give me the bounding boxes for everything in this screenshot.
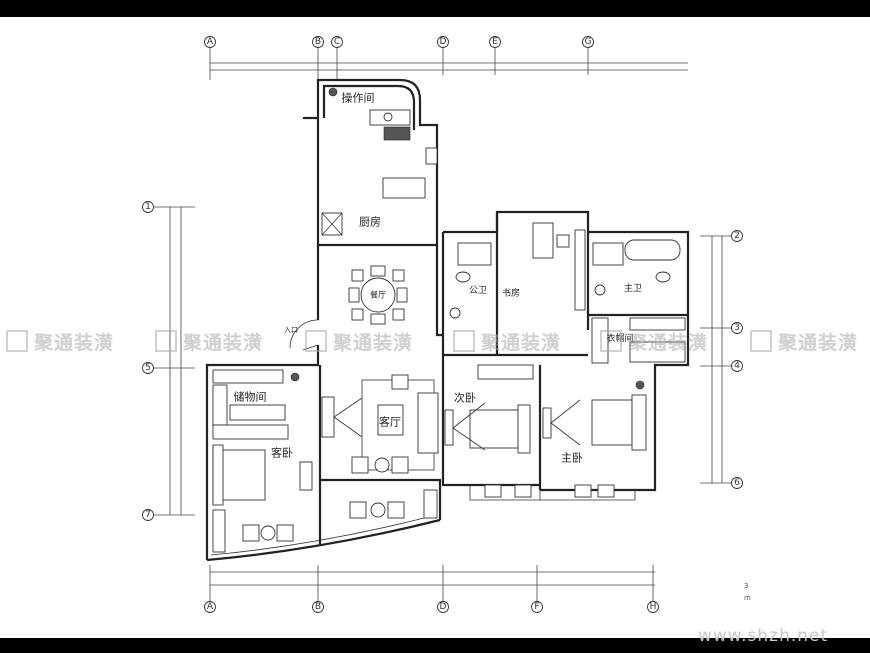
room-label-master-bedroom: 主卧 xyxy=(561,452,583,465)
walls xyxy=(205,78,690,562)
room-label-operation-room: 操作间 xyxy=(342,91,375,105)
watermark-text: 聚通装潢 xyxy=(481,332,562,354)
room-label-living-room: 客厅 xyxy=(379,415,401,429)
dining-table xyxy=(348,265,408,325)
watermark-logo-icon xyxy=(600,330,622,352)
axis-label: E xyxy=(492,37,498,47)
watermark: 聚通装潢 xyxy=(600,328,708,355)
watermark-text: 聚通装潢 xyxy=(628,332,709,354)
room-label-entrance: 入口 xyxy=(284,326,298,334)
room-label-storage: 储物间 xyxy=(234,390,267,404)
watermark-text: 聚通装潢 xyxy=(333,332,414,354)
axis-markers-bottom: A B D F H xyxy=(204,565,659,613)
note-line: m xyxy=(744,594,751,602)
room-label-study: 书房 xyxy=(502,287,520,299)
axis-label: A xyxy=(207,602,214,612)
room-label-master-bath: 主卫 xyxy=(624,282,642,294)
watermark: 聚通装潢 xyxy=(750,328,858,355)
note-line: 3 xyxy=(744,582,749,590)
room-label-guest-bedroom: 客卧 xyxy=(271,446,293,460)
dimension-lines xyxy=(169,62,723,586)
room-label-dining: 餐厅 xyxy=(370,291,386,300)
bedroom-furniture xyxy=(290,364,647,498)
room-label-public-bath: 公卫 xyxy=(469,285,487,296)
kitchen-fixtures xyxy=(321,87,438,236)
watermark: 聚通装潢 xyxy=(453,328,561,355)
axis-label: D xyxy=(440,37,447,47)
axis-label: 2 xyxy=(734,231,740,241)
watermark: 聚通装潢 xyxy=(155,328,263,355)
watermark-text: 聚通装潢 xyxy=(34,332,115,354)
room-label-kitchen: 厨房 xyxy=(359,216,381,229)
axis-label: H xyxy=(650,602,657,612)
axis-label: 4 xyxy=(734,361,740,371)
watermark-logo-icon xyxy=(453,330,475,352)
watermark-logo-icon xyxy=(305,330,327,352)
axis-markers-top: A B C D E G xyxy=(204,36,594,80)
drawing-sheet: A B C D E G A B D F H 1 5 7 xyxy=(0,17,870,638)
axis-markers-right: 2 3 4 6 xyxy=(700,230,743,489)
watermark-text: 聚通装潢 xyxy=(778,332,859,354)
axis-label: 3 xyxy=(734,323,740,333)
watermark-logo-icon xyxy=(6,330,28,352)
axis-label: C xyxy=(334,37,340,47)
axis-label: B xyxy=(315,37,321,47)
watermark-logo-icon xyxy=(155,330,177,352)
living-room-furniture xyxy=(321,374,439,519)
axis-label: D xyxy=(440,602,447,612)
axis-label: 1 xyxy=(145,202,151,212)
axis-label: A xyxy=(207,37,214,47)
axis-label: 7 xyxy=(145,510,151,520)
axis-label: 6 xyxy=(734,478,740,488)
guest-bedroom-furniture xyxy=(212,369,313,553)
site-url: www.shzh.net xyxy=(698,626,829,646)
axis-label: F xyxy=(534,602,539,612)
room-label-second-bedroom: 次卧 xyxy=(454,391,476,405)
watermark: 聚通装潢 xyxy=(305,328,413,355)
floor-plan-drawing: A B C D E G A B D F H 1 5 7 xyxy=(142,36,743,613)
axis-label: G xyxy=(585,37,592,47)
watermark: 聚通装潢 xyxy=(6,328,114,355)
watermark-text: 聚通装潢 xyxy=(183,332,264,354)
axis-markers-left: 1 5 7 xyxy=(142,201,195,521)
axis-label: B xyxy=(315,602,321,612)
watermark-logo-icon xyxy=(750,330,772,352)
axis-label: 5 xyxy=(145,363,151,373)
